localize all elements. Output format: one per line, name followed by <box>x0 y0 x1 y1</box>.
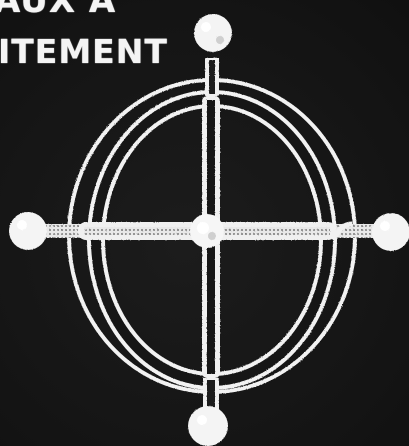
knob-bottom <box>188 406 228 446</box>
knob-right <box>372 213 409 251</box>
knob-top <box>194 14 232 52</box>
knob-left <box>9 212 47 250</box>
